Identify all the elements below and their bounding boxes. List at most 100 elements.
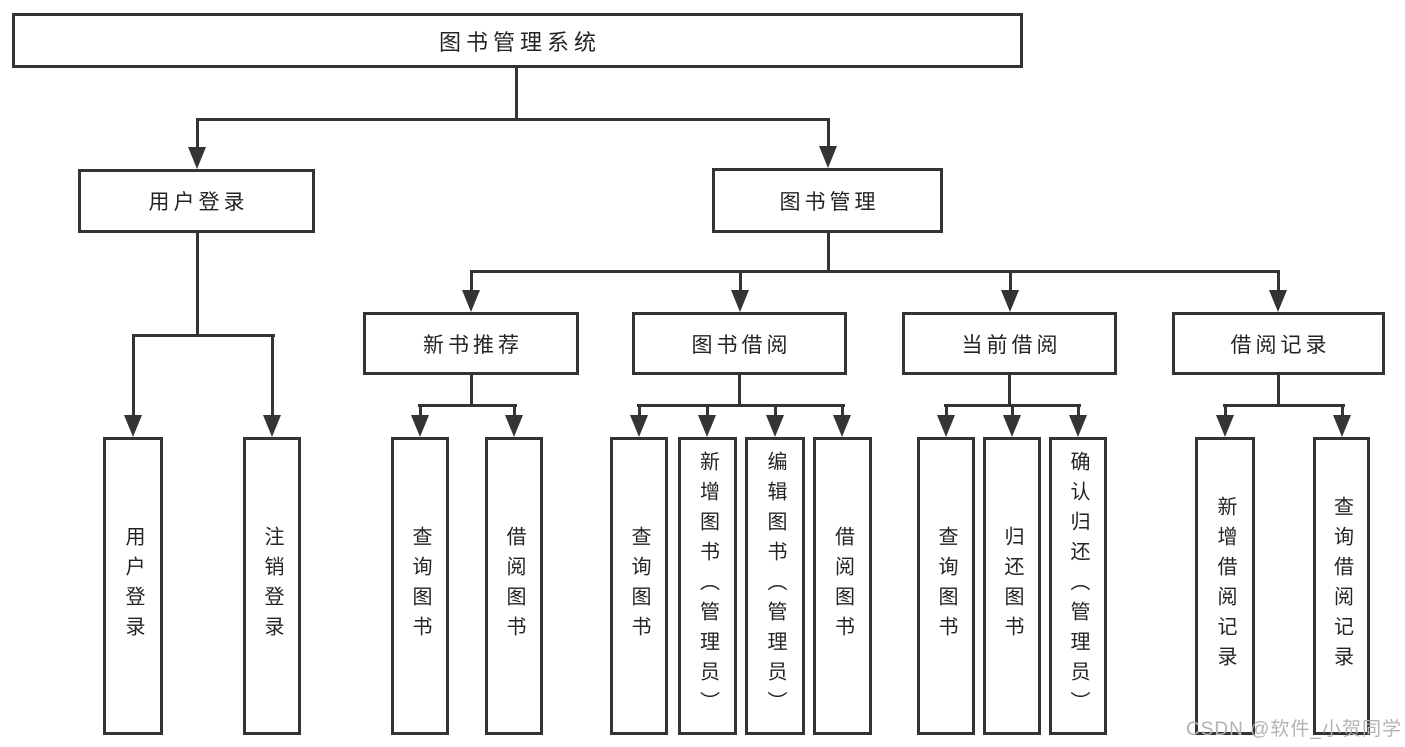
arrow-shaft [195, 120, 199, 153]
arrow-shaft [1276, 272, 1280, 296]
arrow-to-logout [263, 336, 281, 437]
node-label: 新增图书（管理员） [696, 451, 719, 721]
node-label: 当前借阅 [961, 333, 1062, 357]
node-label: 借阅图书 [503, 526, 525, 646]
node-user-login: 用户登录 [78, 169, 315, 233]
node-label: 图书管理系统 [438, 29, 601, 55]
arrow-down-icon [411, 415, 429, 437]
connector-records-stub [1277, 375, 1280, 407]
node-label: 借阅记录 [1230, 333, 1331, 357]
arrow-to-query-borrow-record [1333, 406, 1351, 437]
connector-bus-newbook [418, 404, 517, 407]
arrow-shaft [512, 406, 516, 421]
arrow-shaft [637, 406, 641, 421]
arrow-down-icon [1001, 290, 1019, 312]
arrow-to-add-book [698, 406, 716, 437]
arrow-shaft [1076, 406, 1080, 421]
arrow-to-book-borrowing [731, 272, 749, 312]
arrow-shaft [773, 406, 777, 421]
arrow-to-borrow-books [833, 406, 851, 437]
node-query-books: 查询图书 [610, 437, 668, 735]
arrow-to-new-book-recommendation [462, 272, 480, 312]
arrow-shaft [840, 406, 844, 421]
arrow-down-icon [819, 146, 837, 168]
node-confirm-return-admin: 确认归还（管理员） [1049, 437, 1107, 735]
node-label: 图书管理 [779, 190, 880, 214]
arrow-to-query-books [937, 406, 955, 437]
node-add-book-admin: 新增图书（管理员） [678, 437, 737, 735]
arrow-shaft [705, 406, 709, 421]
arrow-to-user-login [188, 120, 206, 169]
node-label: 查询图书 [935, 526, 957, 646]
arrow-to-add-borrow-record [1216, 406, 1234, 437]
node-current-borrowing: 当前借阅 [902, 312, 1117, 375]
node-label: 确认归还（管理员） [1067, 451, 1089, 721]
arrow-down-icon [1069, 415, 1087, 437]
node-label: 归还图书 [1001, 526, 1023, 646]
connector-newbook-stub [470, 375, 473, 407]
arrow-shaft [826, 120, 830, 152]
node-user-login-leaf: 用户登录 [103, 437, 163, 735]
arrow-to-book-management [819, 120, 837, 168]
arrow-to-query-books [630, 406, 648, 437]
node-label: 查询图书 [628, 526, 650, 646]
arrow-shaft [1008, 272, 1012, 296]
arrow-down-icon [1003, 415, 1021, 437]
node-query-books: 查询图书 [391, 437, 449, 735]
arrow-to-borrow-books [505, 406, 523, 437]
arrow-to-return-book [1003, 406, 1021, 437]
connector-bus-bookborrow [637, 404, 845, 407]
connector-root-stub [515, 68, 518, 121]
arrow-shaft [270, 336, 274, 421]
connector-userlogin-stub [196, 233, 199, 337]
node-library-management-system: 图书管理系统 [12, 13, 1023, 68]
arrow-shaft [131, 336, 135, 421]
arrow-down-icon [937, 415, 955, 437]
arrow-down-icon [1269, 290, 1287, 312]
arrow-shaft [1340, 406, 1344, 421]
arrow-to-confirm-return [1069, 406, 1087, 437]
arrow-down-icon [630, 415, 648, 437]
arrow-down-icon [263, 415, 281, 437]
arrow-down-icon [731, 290, 749, 312]
arrow-to-current-borrowing [1001, 272, 1019, 312]
node-query-borrow-record: 查询借阅记录 [1313, 437, 1370, 735]
arrow-to-query-books [411, 406, 429, 437]
connector-currentborrow-stub [1008, 375, 1011, 407]
arrow-shaft [418, 406, 422, 421]
connector-bus-level3 [470, 270, 1280, 273]
arrow-to-borrowing-records [1269, 272, 1287, 312]
node-borrow-books: 借阅图书 [813, 437, 872, 735]
node-label: 注销登录 [261, 526, 283, 646]
arrow-down-icon [698, 415, 716, 437]
connector-bus-currentborrow [944, 404, 1081, 407]
arrow-down-icon [188, 147, 206, 169]
connector-bookborrow-stub [738, 375, 741, 407]
node-label: 查询借阅记录 [1330, 496, 1353, 676]
arrow-down-icon [833, 415, 851, 437]
arrow-shaft [944, 406, 948, 421]
arrow-shaft [1223, 406, 1227, 421]
arrow-shaft [1010, 406, 1014, 421]
connector-bookmgmt-stub [827, 233, 830, 273]
arrow-to-user-login-leaf [124, 336, 142, 437]
connector-bus-records [1223, 404, 1345, 407]
node-new-book-recommendation: 新书推荐 [363, 312, 579, 375]
csdn-watermark: CSDN @软件_小贺同学 [1186, 719, 1402, 740]
node-borrowing-records: 借阅记录 [1172, 312, 1385, 375]
node-label: 编辑图书（管理员） [764, 451, 786, 721]
arrow-down-icon [124, 415, 142, 437]
arrow-shaft [738, 272, 742, 296]
node-label: 查询图书 [409, 526, 431, 646]
node-label: 新书推荐 [423, 333, 523, 357]
node-label: 图书借阅 [691, 333, 792, 357]
node-label: 新增借阅记录 [1214, 496, 1236, 676]
node-borrow-books: 借阅图书 [485, 437, 543, 735]
node-query-books: 查询图书 [917, 437, 975, 735]
arrow-down-icon [462, 290, 480, 312]
node-label: 借阅图书 [831, 526, 854, 646]
arrow-shaft [469, 272, 473, 296]
arrow-down-icon [1216, 415, 1234, 437]
node-add-borrow-record: 新增借阅记录 [1195, 437, 1255, 735]
